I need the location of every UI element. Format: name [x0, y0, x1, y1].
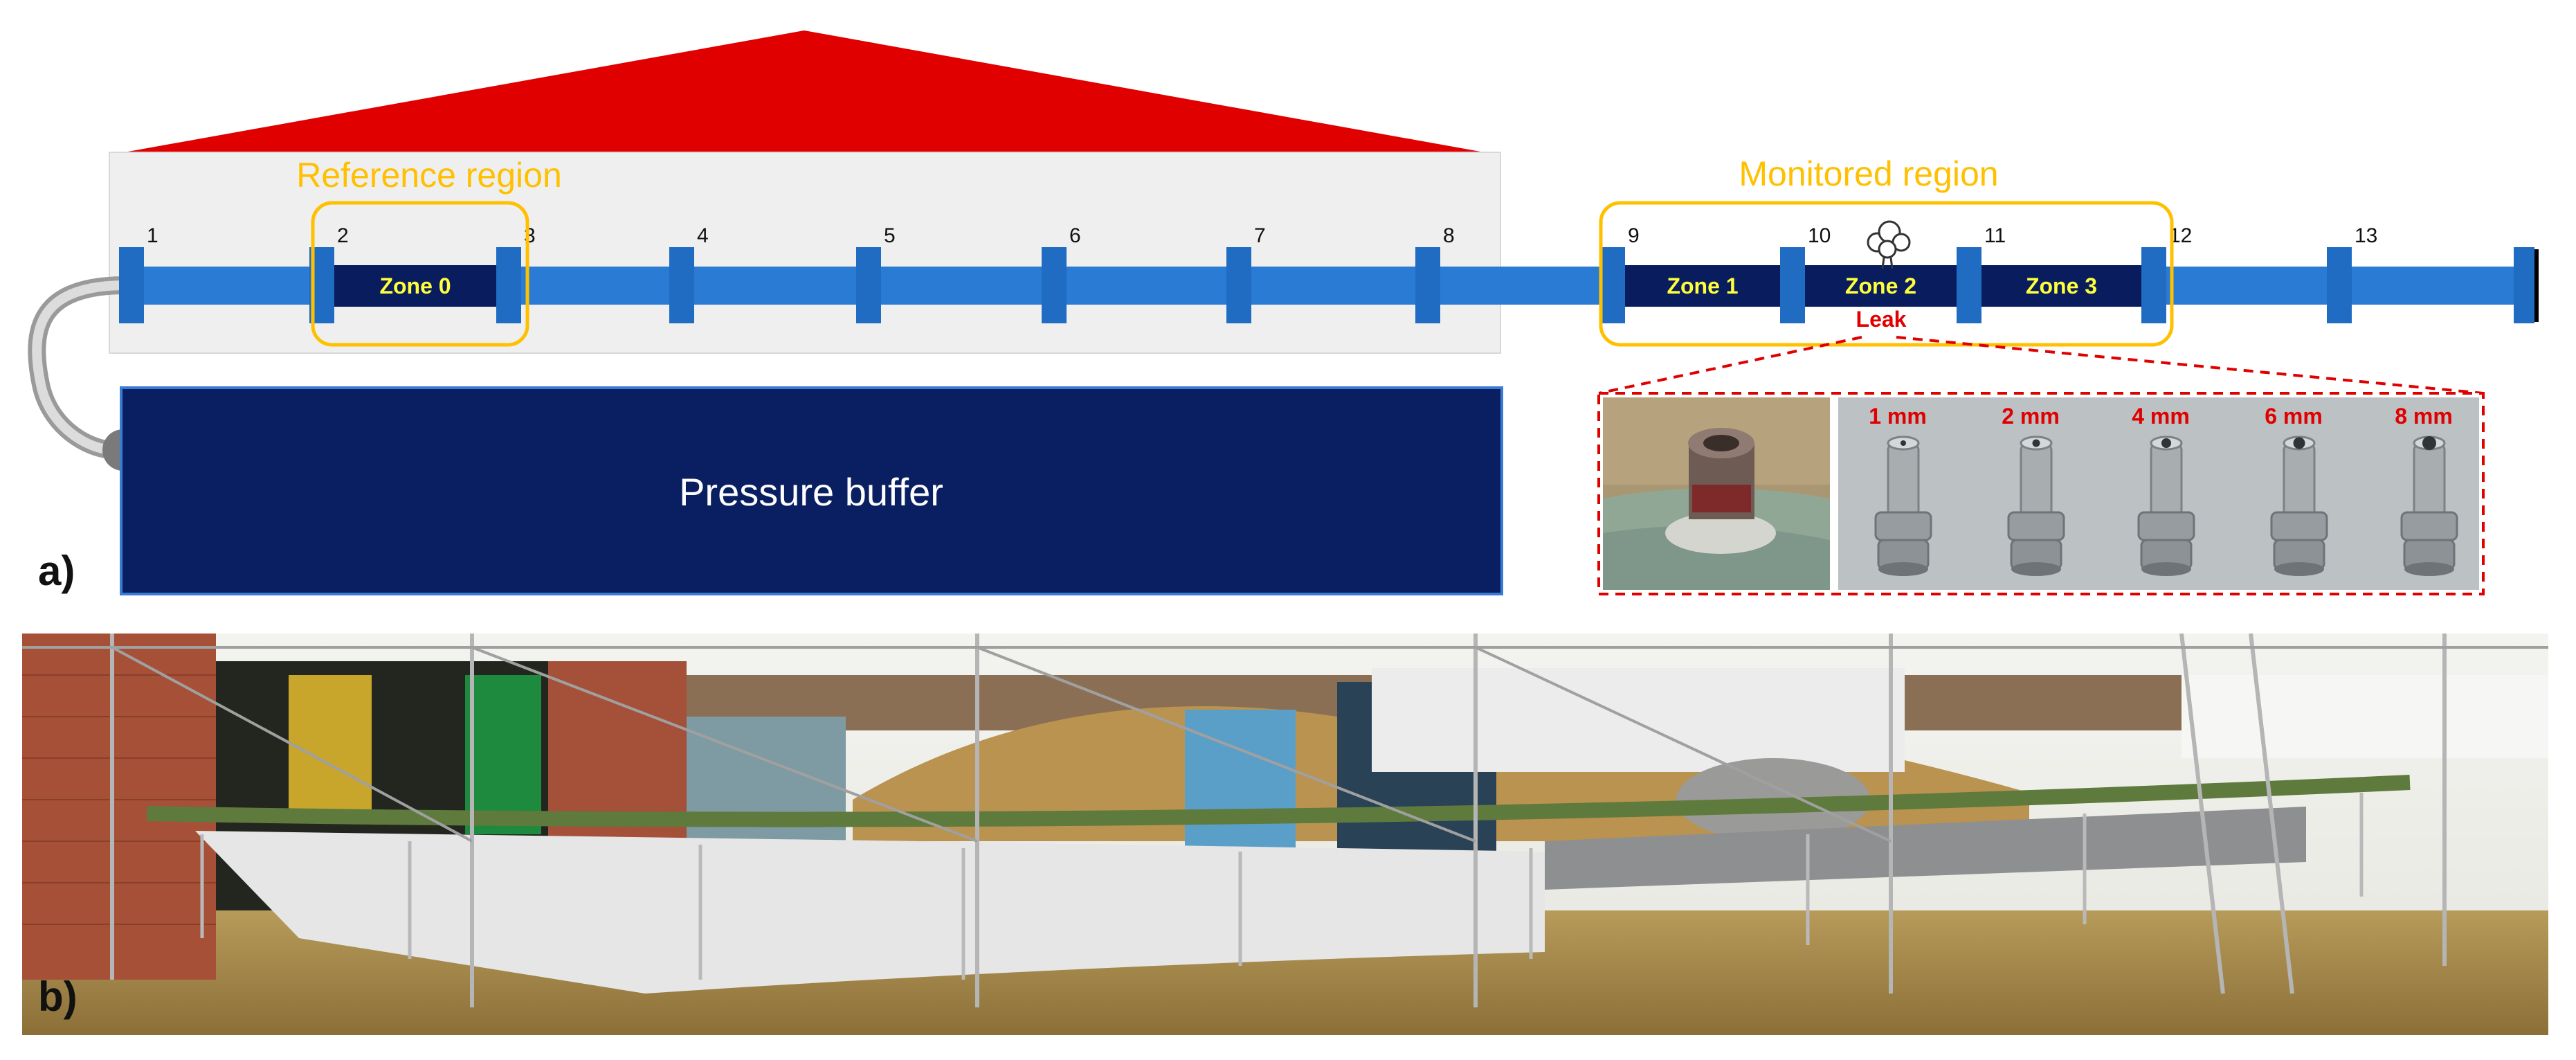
flange-4	[669, 247, 694, 323]
callout-line-right	[1896, 336, 2484, 395]
flange-13	[2327, 247, 2352, 323]
flange-number: 1	[147, 224, 158, 247]
nozzle-4	[2270, 435, 2328, 576]
flange-8	[1415, 247, 1440, 323]
zone-label-2: Zone 2	[1845, 273, 1916, 298]
zone-block-0	[334, 265, 496, 307]
reference-region-background	[109, 152, 1501, 354]
nozzle-3	[2137, 435, 2195, 576]
flange-12	[2141, 247, 2166, 323]
nozzle-photo	[1838, 397, 2479, 590]
flange-10	[1780, 247, 1805, 323]
pressure-buffer-label: Pressure buffer	[679, 470, 943, 514]
nozzle-5	[2400, 435, 2458, 576]
leak-label: Leak	[1856, 307, 1907, 332]
zone-block-1	[1625, 265, 1780, 307]
monitored-zone-outline	[1599, 201, 2174, 347]
flange-7	[1226, 247, 1251, 323]
flange-number: 2	[337, 224, 349, 247]
zone-block-2	[1805, 265, 1957, 307]
flange-number: 10	[1808, 224, 1831, 247]
flange-number: 7	[1254, 224, 1266, 247]
zone-label-3: Zone 3	[2026, 273, 2097, 298]
test-rig-photo	[22, 634, 2548, 1035]
monitored-region-title: Monitored region	[1739, 154, 1998, 193]
flange-number: 13	[2355, 224, 2377, 247]
flange-number: 11	[1984, 224, 2006, 247]
flange-number: 6	[1069, 224, 1081, 247]
nozzle-size-label: 6 mm	[2265, 404, 2323, 429]
zone-label-1: Zone 1	[1667, 273, 1738, 298]
flange-1	[119, 247, 144, 323]
reference-zone-outline	[311, 201, 529, 347]
nozzle-size-label: 4 mm	[2132, 404, 2190, 429]
leak-fitting-photo	[1603, 397, 1830, 590]
flange-3	[496, 247, 521, 323]
flange-11	[1957, 247, 1981, 323]
nozzle-1	[1874, 435, 1932, 576]
nozzle-size-label: 1 mm	[1869, 404, 1927, 429]
nozzle-size-label: 2 mm	[2002, 404, 2060, 429]
nozzle-2	[2007, 435, 2065, 576]
nozzle-size-label: 8 mm	[2395, 404, 2453, 429]
roof-triangle	[116, 30, 1492, 154]
buffer-hose-inner	[32, 280, 127, 455]
flange-9	[1600, 247, 1625, 323]
leak-cloud-icon	[1867, 220, 1911, 269]
flange-number: 4	[697, 224, 709, 247]
callout-line-left	[1598, 336, 1862, 395]
reference-region-title: Reference region	[296, 156, 562, 195]
zone-block-3	[1981, 265, 2141, 307]
flange-number: 9	[1628, 224, 1640, 247]
flange-6	[1042, 247, 1067, 323]
flange-end	[2514, 247, 2534, 323]
flange-number: 8	[1443, 224, 1455, 247]
zone-label-0: Zone 0	[379, 273, 451, 298]
panel-a-label: a)	[38, 548, 75, 594]
flange-5	[856, 247, 881, 323]
panel-b-label: b)	[38, 973, 78, 1020]
pressure-buffer-box	[120, 386, 1503, 595]
flange-number: 5	[884, 224, 896, 247]
